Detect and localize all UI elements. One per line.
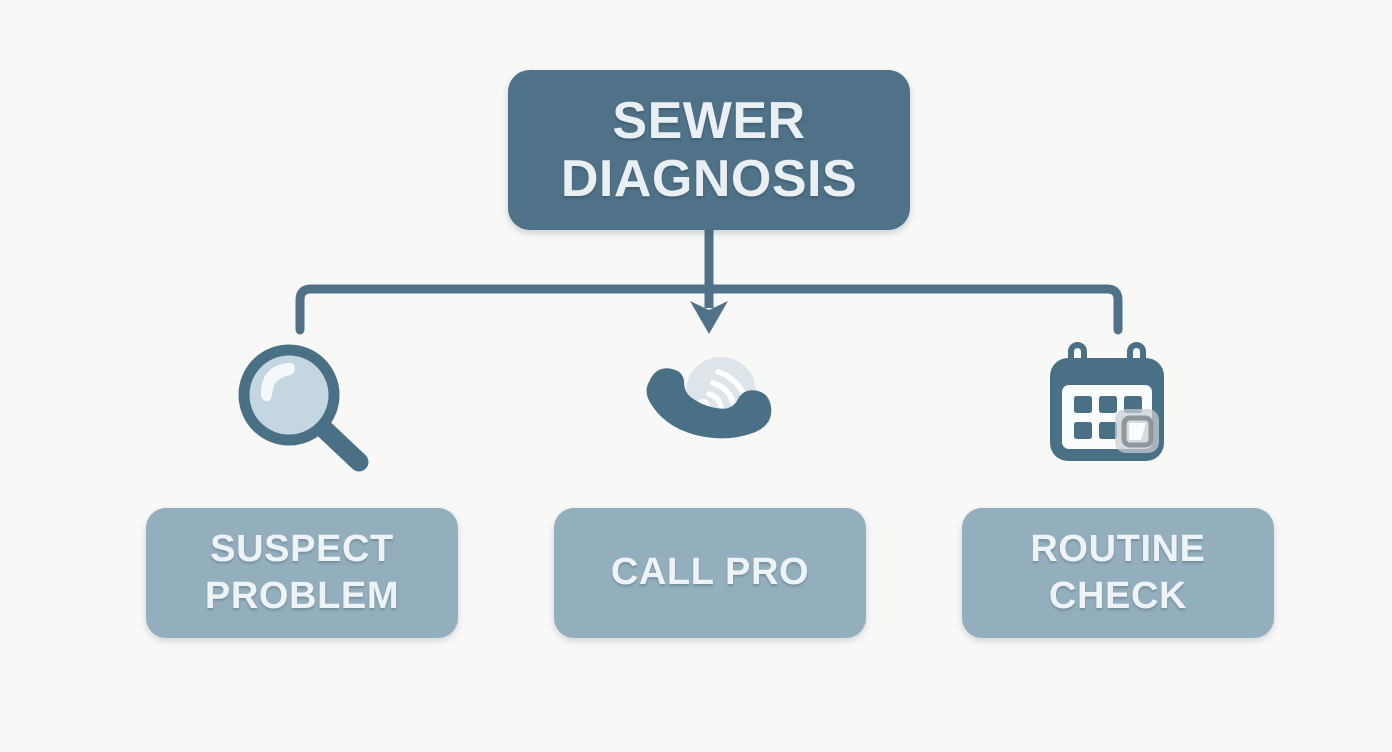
calendar-icon bbox=[1032, 333, 1182, 473]
phone-call-icon bbox=[635, 340, 785, 480]
calendar-badge-mark bbox=[1129, 423, 1146, 440]
magnifying-glass-icon bbox=[227, 340, 377, 480]
root-node[interactable]: SEWER DIAGNOSIS bbox=[508, 70, 910, 230]
branch-node-suspect-problem[interactable]: SUSPECT PROBLEM bbox=[146, 508, 458, 638]
branch-node-routine-check[interactable]: ROUTINE CHECK bbox=[962, 508, 1274, 638]
magnifier-lens bbox=[244, 350, 334, 440]
calendar-badge-outline bbox=[1121, 415, 1154, 448]
root-node-label: SEWER DIAGNOSIS bbox=[560, 91, 858, 208]
phone-signal-arc-2 bbox=[710, 380, 736, 406]
phone-handset bbox=[646, 368, 772, 439]
branch-node-label: SUSPECT PROBLEM bbox=[204, 527, 400, 618]
calendar-cell bbox=[1124, 396, 1142, 413]
magnifier-ring bbox=[238, 344, 340, 446]
magnifier-handle bbox=[313, 418, 369, 472]
calendar-cell bbox=[1074, 396, 1092, 413]
phone-signal-arc-1 bbox=[706, 391, 724, 409]
branch-node-label: ROUTINE CHECK bbox=[1030, 527, 1206, 618]
calendar-cell bbox=[1099, 422, 1117, 439]
calendar-cell bbox=[1074, 422, 1092, 439]
down-arrow-icon bbox=[690, 301, 728, 334]
branch-node-label: CALL PRO bbox=[610, 551, 810, 594]
magnifier-highlight bbox=[260, 362, 295, 402]
connector-bus bbox=[295, 284, 1123, 335]
calendar-cell bbox=[1099, 396, 1117, 413]
branch-node-call-pro[interactable]: CALL PRO bbox=[554, 508, 866, 638]
